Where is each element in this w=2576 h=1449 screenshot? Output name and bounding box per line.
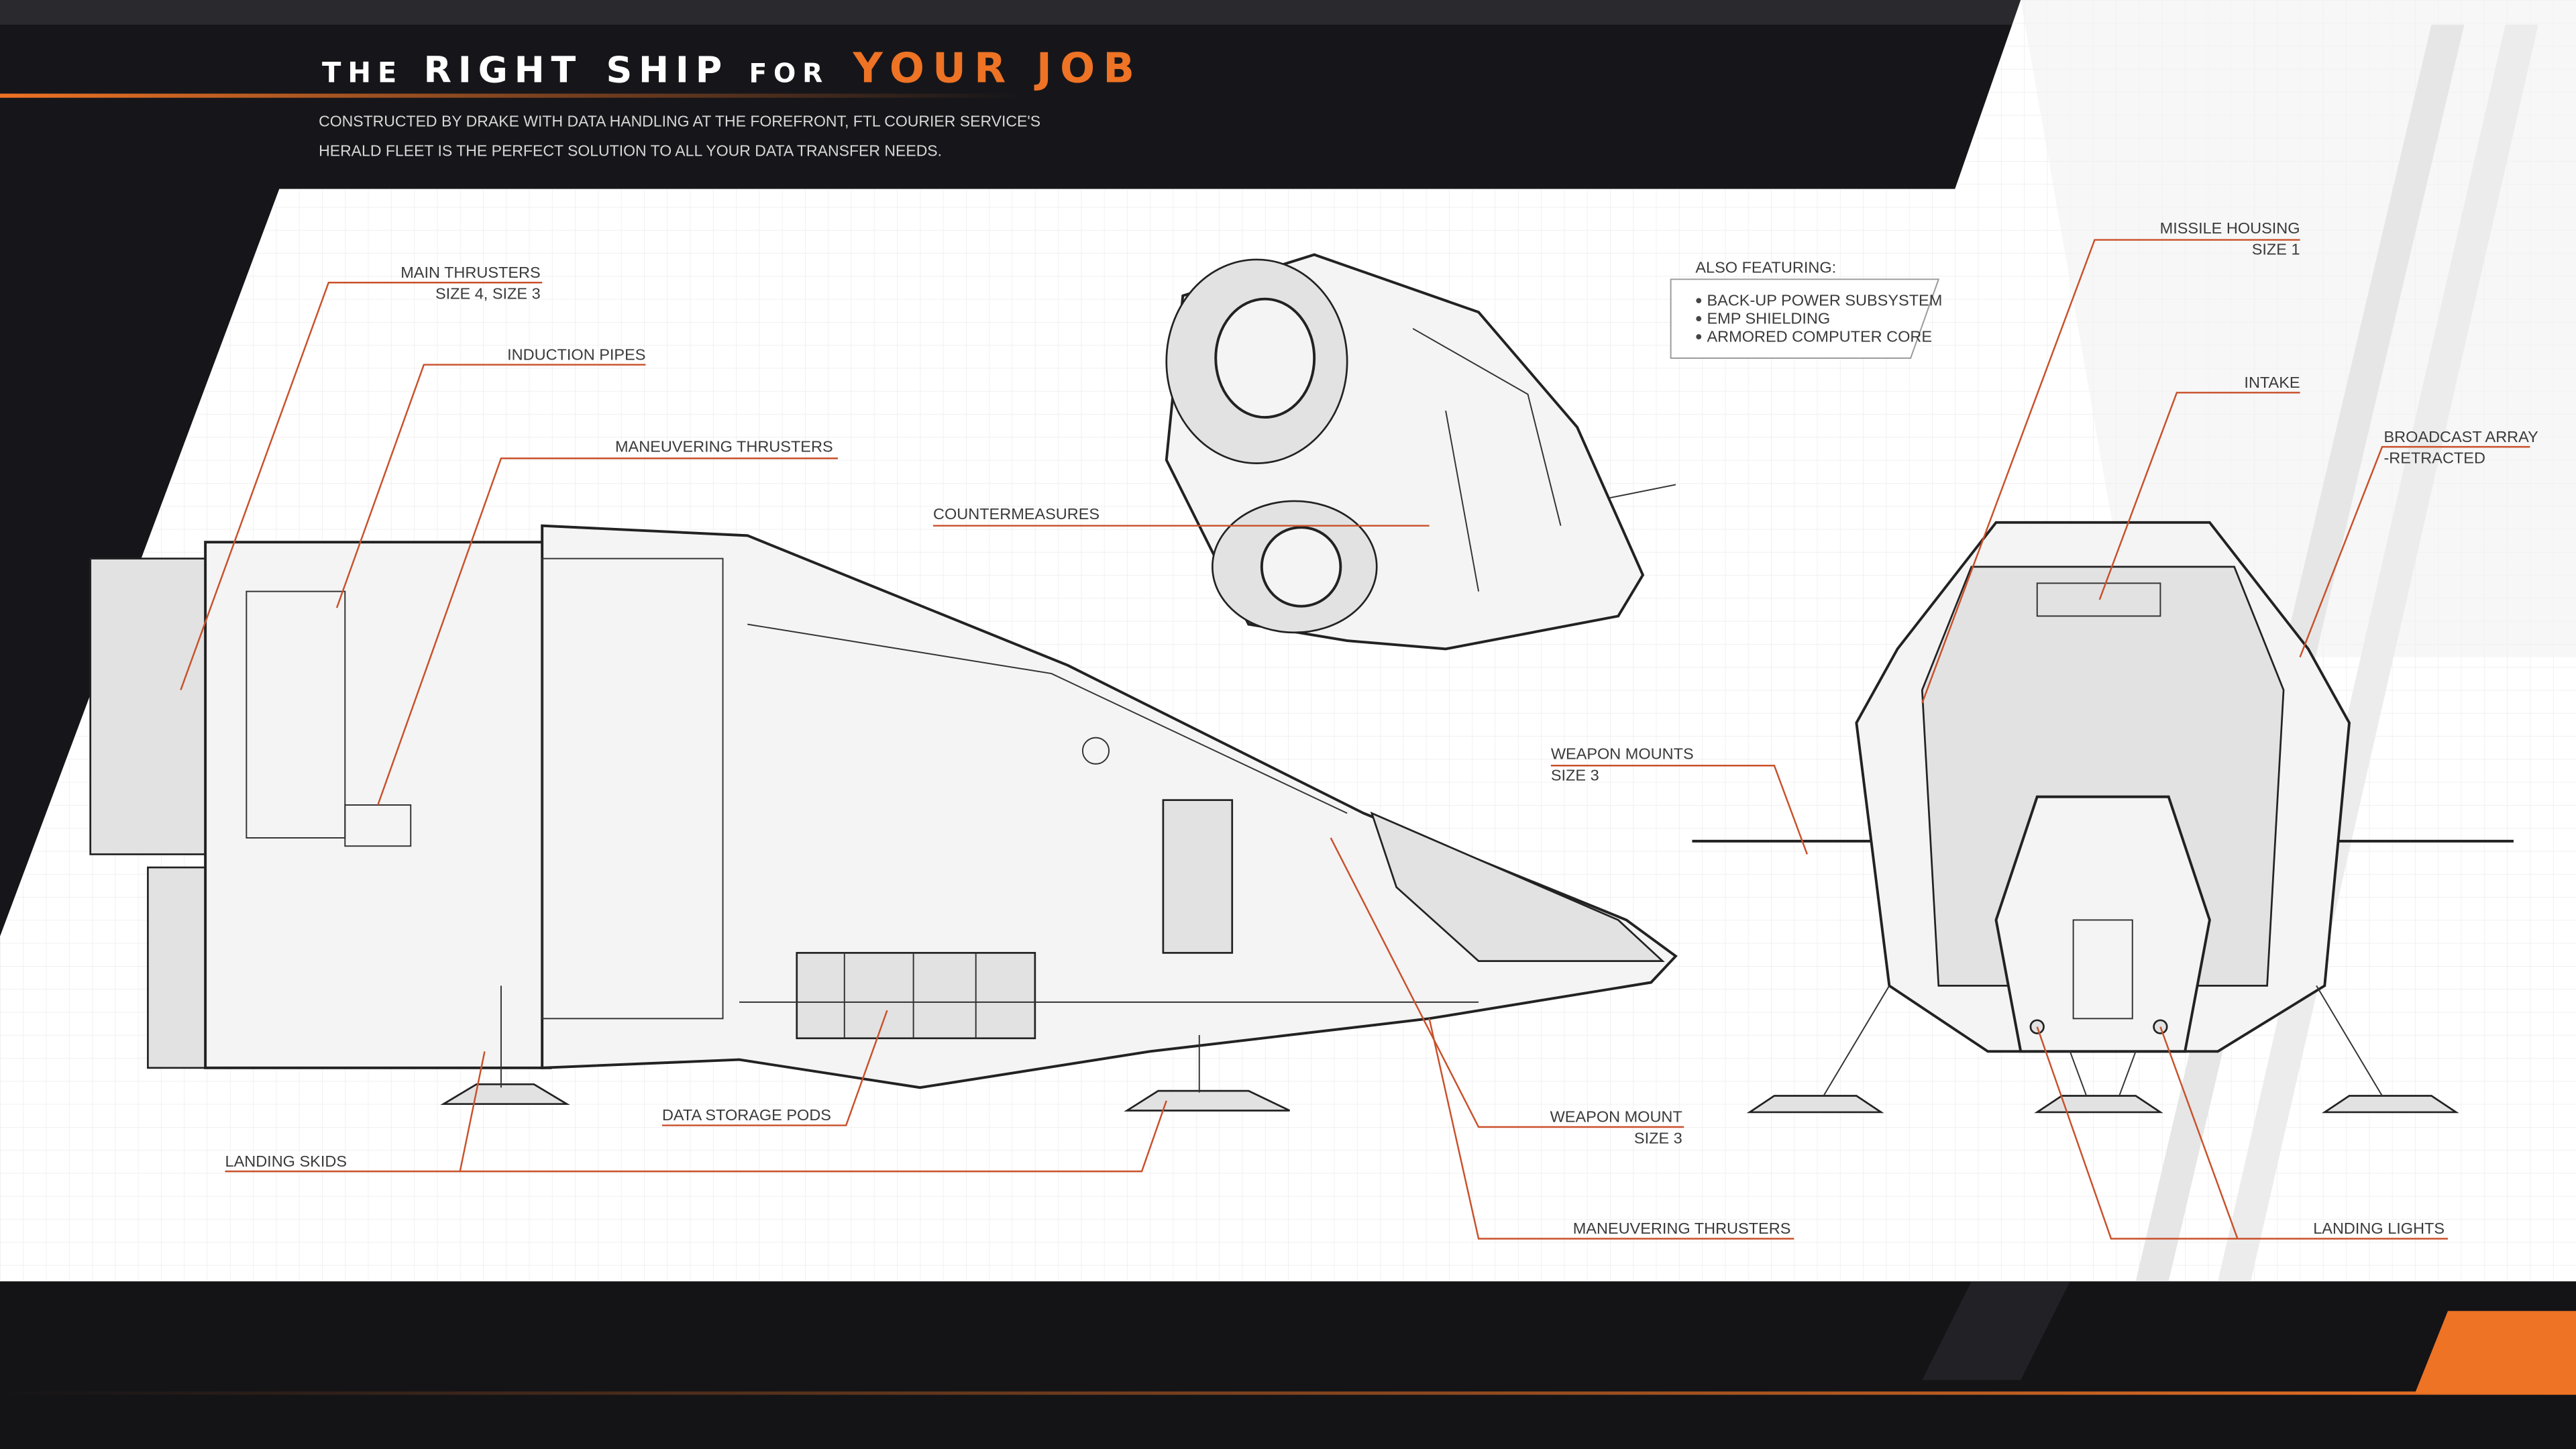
- label-broadcast-array: BROADCAST ARRAY: [2383, 428, 2538, 445]
- label-landing-skids: LANDING SKIDS: [225, 1152, 347, 1170]
- label-intake: INTAKE: [2244, 374, 2300, 391]
- label-data-storage-pods: DATA STORAGE PODS: [662, 1106, 831, 1124]
- label-induction-pipes: INDUCTION PIPES: [507, 345, 645, 363]
- feature-item: EMP SHIELDING: [1707, 309, 1830, 327]
- feature-item: BACK-UP POWER SUBSYSTEM: [1707, 292, 1942, 309]
- label-weapon-mounts-size: SIZE 3: [1551, 766, 1599, 784]
- label-main-thrusters-size: SIZE 4, SIZE 3: [435, 285, 541, 303]
- bottom-orange-line: [0, 1391, 2576, 1395]
- label-broadcast-array-state: -RETRACTED: [2383, 449, 2485, 467]
- label-countermeasures: COUNTERMEASURES: [933, 505, 1099, 523]
- label-maneuvering-thrusters-side: MANEUVERING THRUSTERS: [615, 437, 833, 455]
- label-missile-housing-size: SIZE 1: [2252, 241, 2300, 258]
- ship-side-view: [89, 524, 1678, 1112]
- label-weapon-mount: WEAPON MOUNT: [1550, 1108, 1682, 1126]
- label-landing-lights: LANDING LIGHTS: [2313, 1220, 2445, 1237]
- feature-item: ARMORED COMPUTER CORE: [1707, 327, 1932, 345]
- binary-texture: [2021, 0, 2576, 657]
- bottom-bar: [0, 1281, 2576, 1449]
- ship-rear-view: [1165, 253, 1676, 651]
- label-main-thrusters: MAIN THRUSTERS: [400, 264, 540, 281]
- label-missile-housing: MISSILE HOUSING: [2160, 219, 2300, 237]
- subtitle-line-2: HERALD FLEET IS THE PERFECT SOLUTION TO …: [319, 142, 942, 160]
- features-heading: ALSO FEATURING:: [1695, 259, 1836, 276]
- title-underline: [0, 93, 1019, 98]
- label-weapon-mount-size: SIZE 3: [1634, 1129, 1682, 1146]
- orange-accent-block: [2415, 1311, 2576, 1393]
- bottom-stripe: [1922, 1281, 2070, 1381]
- features-box: ALSO FEATURING: BACK-UP POWER SUBSYSTEM …: [1670, 259, 1942, 359]
- ship-front-view: [1692, 521, 2514, 1114]
- subtitle-line-1: CONSTRUCTED BY DRAKE WITH DATA HANDLING …: [319, 113, 1040, 130]
- label-maneuvering-thrusters-bottom: MANEUVERING THRUSTERS: [1573, 1220, 1791, 1237]
- label-weapon-mounts: WEAPON MOUNTS: [1551, 745, 1694, 762]
- page-title: THE RIGHT SHIP FOR YOUR JOB: [322, 44, 1142, 92]
- leader-lines: [180, 239, 2530, 1240]
